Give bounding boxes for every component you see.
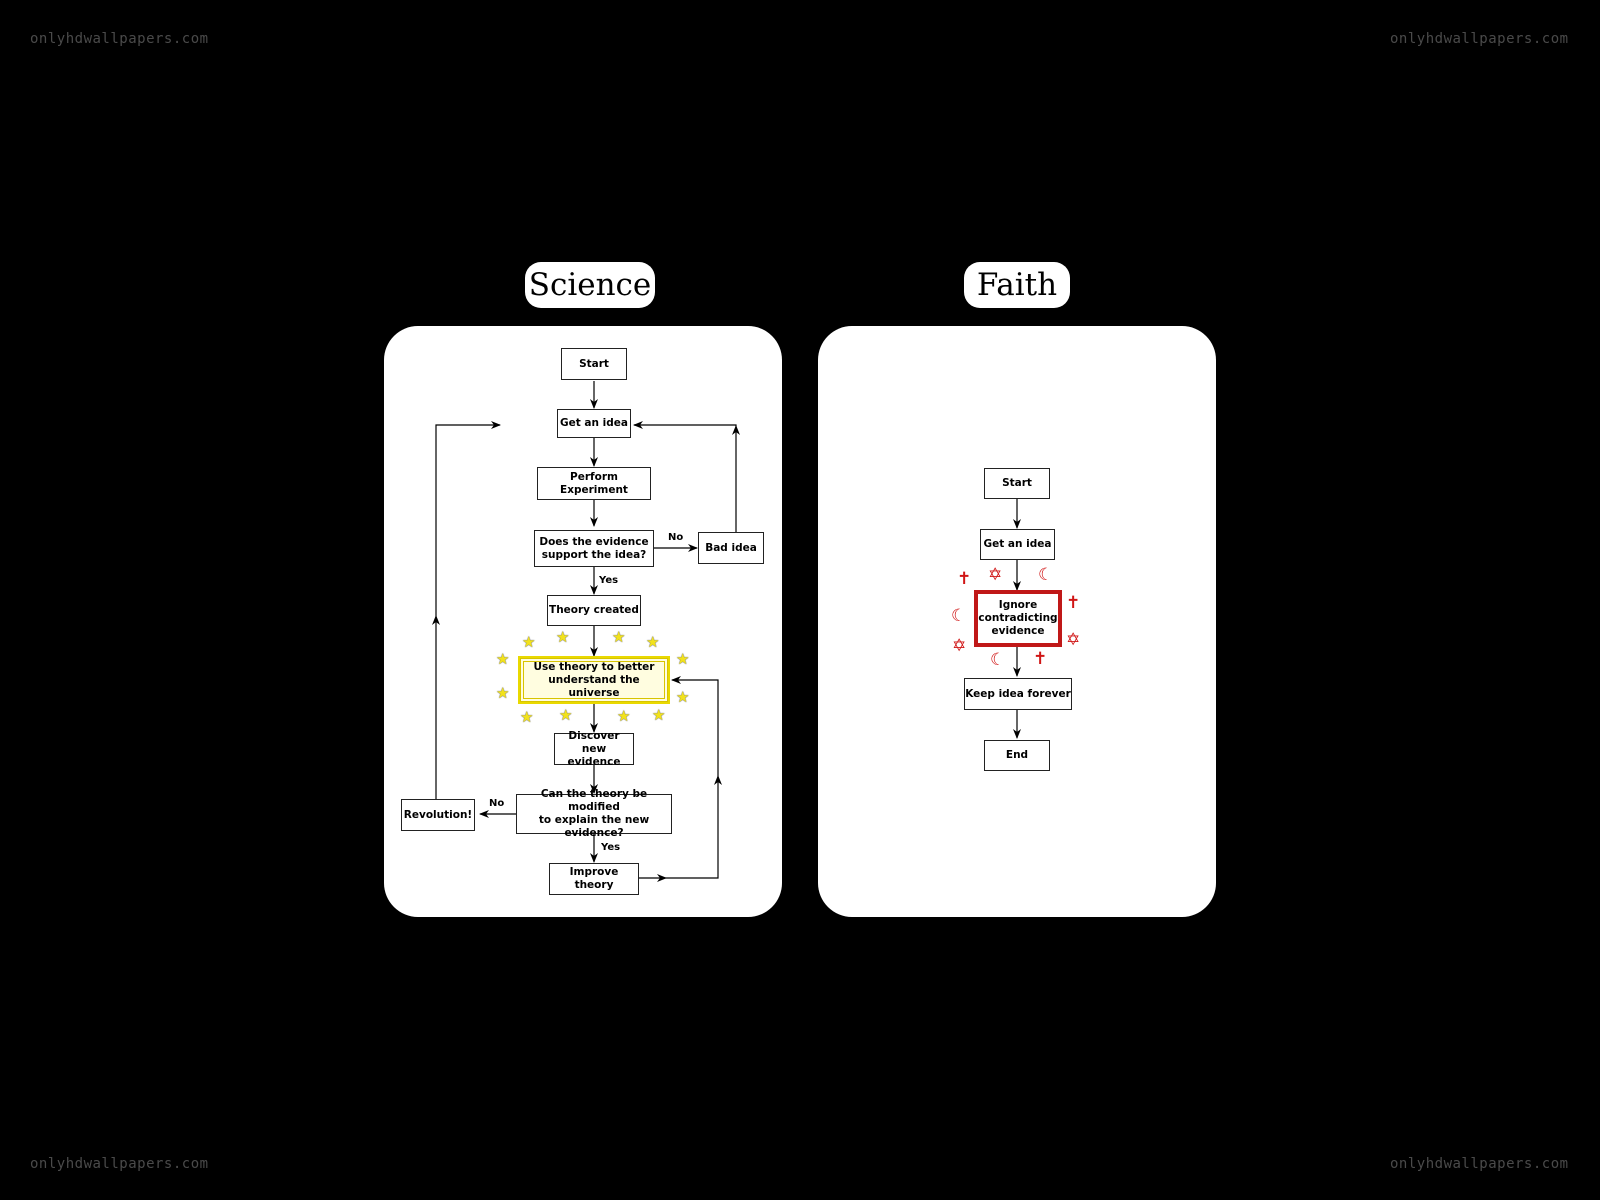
science-connectors [432,381,740,882]
star-icon: ★ [617,707,631,725]
ignore-evidence-box: Ignore contradicting evidence [974,590,1062,647]
star-icon: ★ [522,633,536,651]
cross-icon: ✝ [1066,593,1081,613]
star-icon: ★ [520,708,534,726]
star-icon: ★ [612,628,626,646]
star-of-david-icon: ✡ [988,565,1003,585]
cross-icon: ✝ [1033,649,1048,669]
no-label: No [668,532,684,543]
star-icon: ★ [556,628,570,646]
use-theory-box: Use theory to better understand the univ… [518,656,670,704]
watermark-top-left: onlyhdwallpapers.com [30,31,209,47]
star-icon: ★ [496,684,510,702]
science-title: Science [525,262,655,308]
no-label-2: No [489,798,505,809]
crescent-icon: ☾ [951,606,967,626]
revolution-box: Revolution! [401,799,475,831]
faith-start-box: Start [984,468,1050,499]
crescent-icon: ☾ [990,650,1006,670]
theory-created-box: Theory created [547,595,641,626]
cross-icon: ✝ [957,569,972,589]
discover-evidence-box: Discover new evidence [554,730,634,768]
watermark-bottom-left: onlyhdwallpapers.com [30,1156,209,1172]
star-icon: ★ [676,688,690,706]
science-get-idea-box: Get an idea [557,409,631,438]
science-panel: Start Get an idea Perform Experiment Doe… [384,326,782,917]
star-icon: ★ [559,706,573,724]
star-icon: ★ [652,706,666,724]
yes-label: Yes [599,575,619,586]
faith-title: Faith [964,262,1070,308]
improve-theory-box: Improve theory [549,863,639,895]
star-of-david-icon: ✡ [1066,630,1081,650]
end-box: End [984,740,1050,771]
star-icon: ★ [496,650,510,668]
faith-connectors [1013,499,1021,739]
watermark-top-right: onlyhdwallpapers.com [1390,31,1569,47]
keep-idea-box: Keep idea forever [964,678,1072,710]
evidence-question-box: Does the evidence support the idea? [534,530,654,567]
modify-question-box: Can the theory be modified to explain th… [516,788,672,839]
bad-idea-box: Bad idea [698,532,764,564]
crescent-icon: ☾ [1038,565,1054,585]
star-icon: ★ [676,650,690,668]
science-start-box: Start [561,348,627,380]
faith-panel: Start Get an idea Ignore contradicting e… [818,326,1216,917]
perform-experiment-box: Perform Experiment [537,467,651,500]
star-icon: ★ [646,633,660,651]
yes-label-2: Yes [601,842,621,853]
watermark-bottom-right: onlyhdwallpapers.com [1390,1156,1569,1172]
star-of-david-icon: ✡ [952,636,967,656]
faith-get-idea-box: Get an idea [980,529,1055,560]
